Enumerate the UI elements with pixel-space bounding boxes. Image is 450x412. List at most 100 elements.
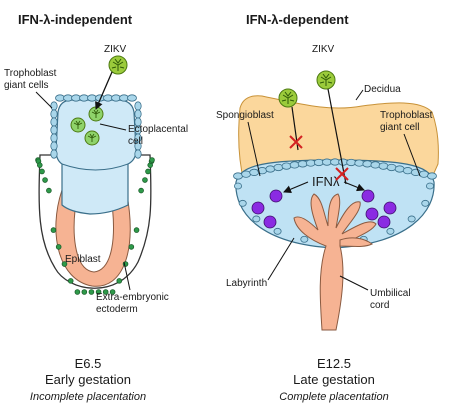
- trophoblast-cell: [305, 159, 316, 167]
- green-cell: [67, 278, 74, 284]
- trophoblast-cell: [134, 149, 142, 159]
- right-trophoblast-label: Trophoblast giant cell: [380, 110, 435, 133]
- green-cell: [128, 244, 135, 250]
- trophoblast-cell: [127, 94, 137, 102]
- leader-line: [247, 121, 261, 177]
- green-cell: [142, 177, 148, 183]
- trophoblast-cell: [322, 158, 332, 166]
- trophoblast-cell: [297, 160, 308, 168]
- green-cell: [116, 278, 123, 284]
- extra-embryonic-label: Extra-embryonic ectoderm: [96, 292, 172, 315]
- trophoblast-cell: [362, 160, 373, 168]
- trophoblast-cell: [273, 227, 282, 235]
- zikv-infected-cell-icon: [84, 130, 100, 146]
- trophoblast-cell: [300, 235, 309, 243]
- zikv-infected-cell-icon: [70, 117, 86, 133]
- trophoblast-cell: [354, 159, 365, 167]
- green-cell: [81, 289, 88, 295]
- zikv-virus-icon: [108, 55, 128, 75]
- block-x-icon: [335, 167, 349, 181]
- extra-embryonic-envelope: [38, 154, 152, 289]
- green-cell: [102, 289, 109, 295]
- leader-line: [35, 91, 53, 109]
- zikv-virus-icon: [316, 70, 336, 90]
- green-cell: [55, 244, 62, 250]
- ectoplacental-division: [61, 163, 129, 171]
- green-cell: [36, 162, 43, 168]
- left-zikv-label: ZIKV: [104, 44, 127, 55]
- green-cell: [138, 187, 144, 194]
- ifn-cell: [365, 207, 379, 221]
- left-trophoblast-label: Trophoblast giant cells: [4, 68, 59, 91]
- arrow-icon: [95, 71, 113, 110]
- trophoblast-cell: [427, 172, 437, 180]
- green-cell: [88, 289, 95, 295]
- trophoblast-cell: [386, 163, 397, 172]
- ifn-cell: [361, 189, 375, 203]
- green-cell: [109, 289, 116, 295]
- trophoblast-cell: [338, 158, 348, 166]
- leader-line: [403, 133, 421, 177]
- epiblast-label: Epiblast: [65, 254, 101, 265]
- trophoblast-cell: [265, 165, 276, 173]
- trophoblast-cell: [241, 170, 251, 178]
- trophoblast-cell: [252, 215, 261, 223]
- ifn-cell: [269, 189, 283, 203]
- trophoblast-cell: [402, 167, 413, 175]
- trophoblast-cell: [378, 162, 389, 170]
- block-x-icon: [289, 135, 303, 149]
- blocked-path: [327, 88, 347, 185]
- trophoblast-cell: [370, 161, 381, 169]
- trophoblast-cell: [233, 182, 242, 190]
- right-placentation: Complete placentation: [279, 391, 388, 403]
- ifn-cell: [263, 215, 277, 229]
- ifn-producing-cells: [251, 189, 397, 229]
- trophoblast-cell: [281, 162, 292, 170]
- trophoblast-rim: [50, 94, 142, 159]
- decidua-label: Decidua: [364, 84, 401, 95]
- ifn-label: IFNλ: [312, 174, 340, 189]
- left-ectoplacental-label: Ectoplacental cell: [128, 124, 191, 147]
- right-phase: Late gestation: [293, 372, 375, 387]
- zikv-virus-icon: [278, 88, 298, 108]
- left-placentation: Incomplete placentation: [30, 391, 146, 403]
- left-title: IFN-λ-independent: [18, 12, 133, 27]
- trophoblast-cell: [425, 182, 434, 190]
- spongioblast-label: Spongioblast: [216, 110, 274, 121]
- right-title: IFN-λ-dependent: [246, 12, 349, 27]
- green-cell: [39, 168, 45, 175]
- right-stage: E12.5: [317, 356, 351, 371]
- trophoblast-cell: [50, 101, 58, 111]
- trophoblast-cell: [238, 199, 247, 207]
- trophoblast-cell: [249, 168, 260, 176]
- green-cell: [74, 289, 81, 295]
- labyrinth: [293, 193, 377, 331]
- left-phase: Early gestation: [45, 372, 131, 387]
- trophoblast-cell: [419, 170, 429, 178]
- green-cell: [133, 227, 140, 233]
- trophoblast-cell: [50, 149, 58, 159]
- green-cell: [50, 227, 57, 233]
- labyrinth-branch: [339, 237, 373, 247]
- green-cell: [42, 177, 48, 183]
- trophoblast-cell: [50, 117, 58, 127]
- arrow-icon: [283, 181, 309, 193]
- arrow-icon: [343, 181, 365, 192]
- labyrinth-label: Labyrinth: [226, 278, 267, 289]
- trophoblast-cell: [50, 125, 58, 135]
- trophoblast-cell: [421, 199, 430, 207]
- trophoblast-cell: [313, 158, 324, 167]
- green-cells: [35, 157, 155, 295]
- trophoblast-rim: [233, 158, 437, 246]
- green-cell: [61, 261, 68, 267]
- leader-line: [99, 123, 127, 131]
- green-cell: [95, 289, 102, 295]
- trophoblast-cell: [330, 158, 340, 166]
- trophoblast-cell: [50, 133, 58, 143]
- trophoblast-cell: [394, 165, 405, 173]
- trophoblast-cell: [233, 172, 243, 180]
- trophoblast-cell: [134, 109, 142, 119]
- ifn-cell: [383, 201, 397, 215]
- leader-line: [355, 89, 364, 101]
- trophoblast-cell: [407, 215, 416, 223]
